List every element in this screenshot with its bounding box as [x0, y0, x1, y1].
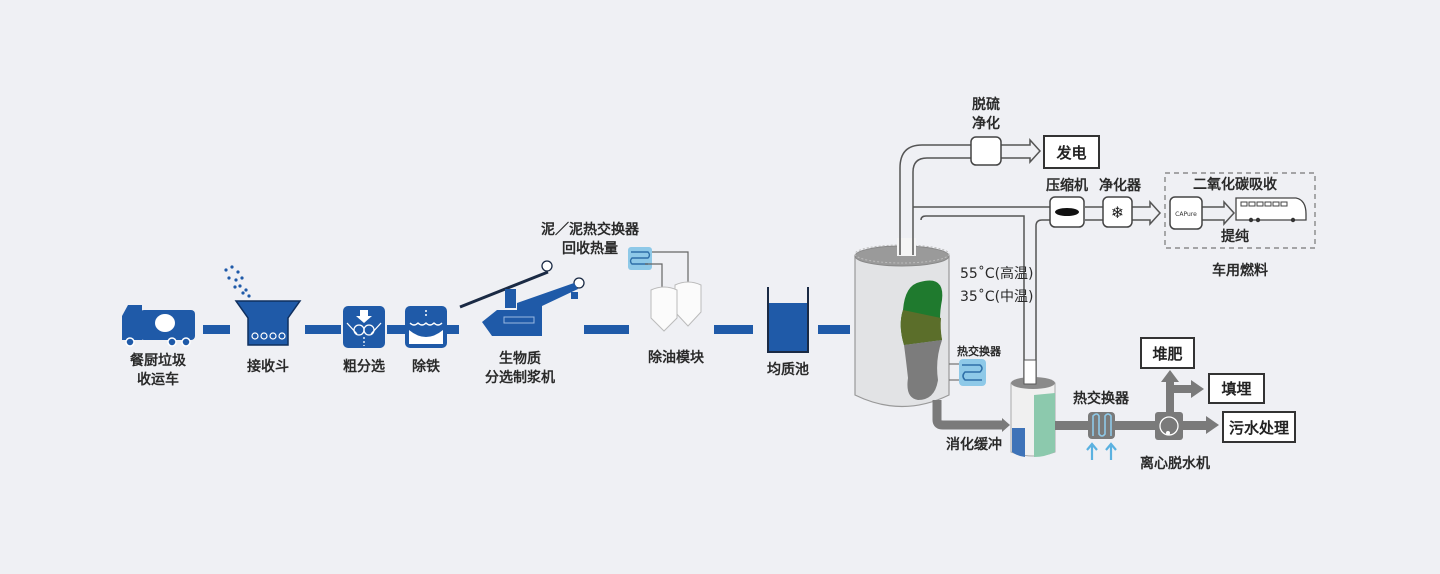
truck-label-line-2: 收运车 [137, 372, 179, 388]
label-truck: 餐厨垃圾 收运车 [128, 352, 188, 390]
garbage-truck-icon [122, 305, 195, 347]
equalization-pool-icon [767, 287, 809, 353]
label-temp-high: 55˚C(高温) [960, 266, 1034, 282]
digestate-pipe [932, 400, 1005, 430]
label-purifier: 净化器 [1099, 178, 1141, 194]
iron-removal-icon [405, 306, 447, 348]
heat-recovery-line-1: 泥／泥热交换器 [541, 222, 639, 238]
label-oil-removal: 除油模块 [648, 350, 704, 366]
label-co2-absorption: 二氧化碳吸收 [1193, 177, 1277, 193]
pulper-label-line-1: 生物质 [499, 351, 541, 367]
label-coarse-sort: 粗分选 [343, 359, 385, 375]
label-centrifuge: 离心脱水机 [1140, 456, 1210, 472]
label-digester-heat-exchanger: 热交换器 [957, 345, 1001, 358]
label-equalization: 均质池 [767, 362, 809, 378]
desulfurization-unit [970, 136, 1002, 166]
svg-text:❄: ❄ [1111, 203, 1124, 222]
connector-oil-pool [714, 325, 753, 334]
centrifuge-icon [1155, 412, 1183, 440]
wastewater-box: 污水处理 [1222, 411, 1296, 443]
main-flow-connectors [203, 325, 850, 334]
receiving-hopper-icon [224, 265, 302, 346]
connector-pulper-oil [584, 325, 629, 334]
pulper-machine-icon [459, 260, 585, 336]
capure-text: CAPure [1175, 211, 1197, 218]
label-compressor: 压缩机 [1046, 178, 1088, 194]
label-heat-recovery: 泥／泥热交换器 回收热量 [530, 221, 650, 259]
desulfurization-line-2: 净化 [972, 116, 1000, 132]
vehicle-fuel-group [1164, 172, 1316, 249]
connector-iron-pulper [447, 325, 459, 334]
compressor-icon [1049, 196, 1085, 228]
purifier-snowflake-icon: ❄ [1102, 196, 1133, 228]
pulper-label-line-2: 分选制浆机 [485, 370, 555, 386]
label-buffer: 消化缓冲 [946, 437, 1002, 453]
label-pulper: 生物质 分选制浆机 [470, 350, 570, 388]
capure-unit: CAPure [1169, 196, 1203, 230]
label-desulfurization: 脱硫 净化 [956, 96, 1016, 134]
coarse-sort-icon [343, 306, 385, 348]
label-temp-mid: 35˚C(中温) [960, 289, 1034, 305]
truck-label-line-1: 餐厨垃圾 [130, 353, 186, 369]
sludge-line-heat-exchanger-icon [1086, 412, 1117, 460]
bus-icon [1235, 197, 1307, 223]
connector-hopper-sort [305, 325, 341, 334]
connector-sort-iron [387, 325, 405, 334]
label-sludge-heat-exchanger: 热交换器 [1073, 391, 1129, 407]
buffer-tank-icon [1010, 359, 1056, 457]
compost-box: 堆肥 [1140, 337, 1195, 369]
connector-truck-hopper [203, 325, 230, 334]
oil-removal-tanks-icon [650, 281, 702, 332]
power-generation-box: 发电 [1043, 135, 1100, 169]
heat-recovery-line-2: 回收热量 [562, 241, 618, 257]
label-hopper: 接收斗 [247, 359, 289, 375]
landfill-box: 填埋 [1208, 373, 1265, 404]
digester-tank-icon [854, 238, 950, 408]
digester-heat-exchanger-icon [949, 359, 986, 386]
connector-pool-digester [818, 325, 850, 334]
label-upgrade: 提纯 [1221, 229, 1249, 245]
desulfurization-line-1: 脱硫 [972, 97, 1000, 113]
label-vehicle-fuel: 车用燃料 [1212, 263, 1268, 279]
biogas-pipes [899, 138, 1236, 378]
label-iron-removal: 除铁 [412, 359, 440, 375]
sludge-heat-exchanger-icon [628, 247, 689, 293]
